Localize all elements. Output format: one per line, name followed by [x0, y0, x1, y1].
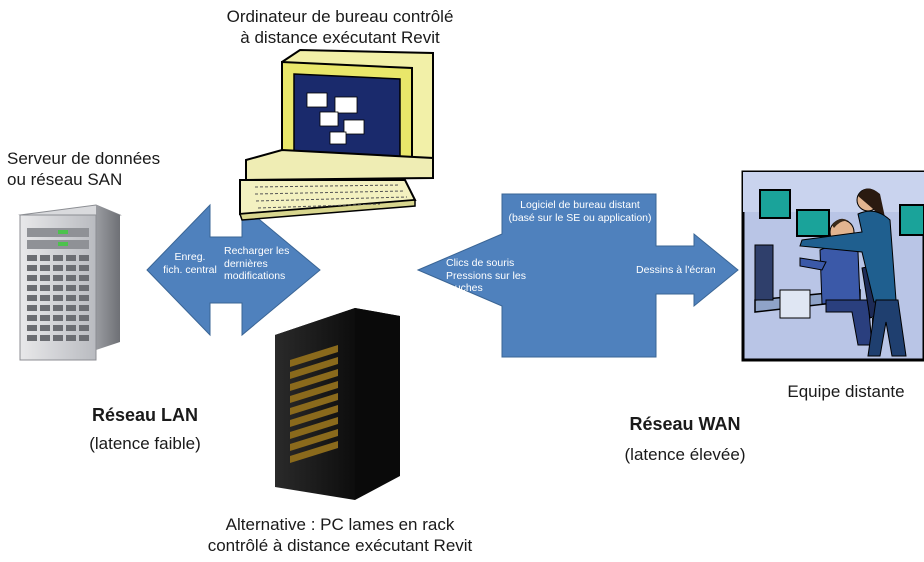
wan-arrow-left-line1: Clics de souris: [446, 257, 515, 269]
lan-arrow-left-line2: fich. central: [163, 263, 217, 276]
wan-arrow-right-text: Dessins à l'écran: [636, 264, 716, 276]
wan-arrow-left-line2: Pressions sur les: [446, 269, 526, 282]
wan-caption: Réseau WAN (latence élevée): [595, 413, 775, 465]
rack-server-icon: [275, 308, 400, 500]
server-label-line2: ou réseau SAN: [7, 170, 123, 190]
server-label-line1: Serveur de données: [7, 149, 161, 168]
desktop-label-line1: Ordinateur de bureau contrôlé: [226, 7, 454, 26]
remote-team-illustration: [741, 170, 924, 362]
wan-title: Réseau WAN: [629, 414, 741, 434]
rack-label-line2: contrôlé à distance exécutant Revit: [207, 536, 473, 556]
lan-arrow-right-line2: dernières: [224, 257, 268, 270]
lan-subtitle: (latence faible): [89, 433, 201, 453]
lan-arrow-left-line1: Enreg.: [174, 251, 206, 263]
wan-arrow-left-text: Clics de souris Pressions sur les touche…: [446, 257, 546, 295]
remote-team-label: Equipe distante: [787, 382, 905, 401]
lan-arrow-left-text: Enreg. fich. central: [158, 251, 222, 276]
lan-arrow-right-text: Recharger les dernières modifications: [224, 245, 306, 283]
wan-box-line1: Logiciel de bureau distant: [520, 199, 640, 211]
lan-arrow-right-line1: Recharger les: [224, 245, 290, 257]
lan-double-arrow: [146, 203, 321, 337]
lan-arrow-right-line3: modifications: [224, 270, 286, 283]
wan-box-line2: (basé sur le SE ou application): [508, 211, 652, 224]
wan-arrow: [416, 193, 739, 358]
server-label: Serveur de données ou réseau SAN: [7, 148, 217, 191]
desktop-label: Ordinateur de bureau contrôlé à distance…: [190, 6, 490, 49]
rack-label-line1: Alternative : PC lames en rack: [225, 515, 455, 534]
rack-label: Alternative : PC lames en rack contrôlé …: [170, 514, 510, 557]
lan-title: Réseau LAN: [91, 405, 199, 425]
desktop-label-line2: à distance exécutant Revit: [240, 28, 440, 48]
wan-arrow-left-line3: touches: [446, 282, 483, 295]
wan-subtitle: (latence élevée): [624, 444, 746, 464]
lan-caption: Réseau LAN (latence faible): [60, 404, 230, 454]
desktop-computer-icon: [238, 48, 434, 221]
wan-box-title: Logiciel de bureau distant (basé sur le …: [500, 199, 660, 224]
server-icon: [18, 204, 122, 361]
